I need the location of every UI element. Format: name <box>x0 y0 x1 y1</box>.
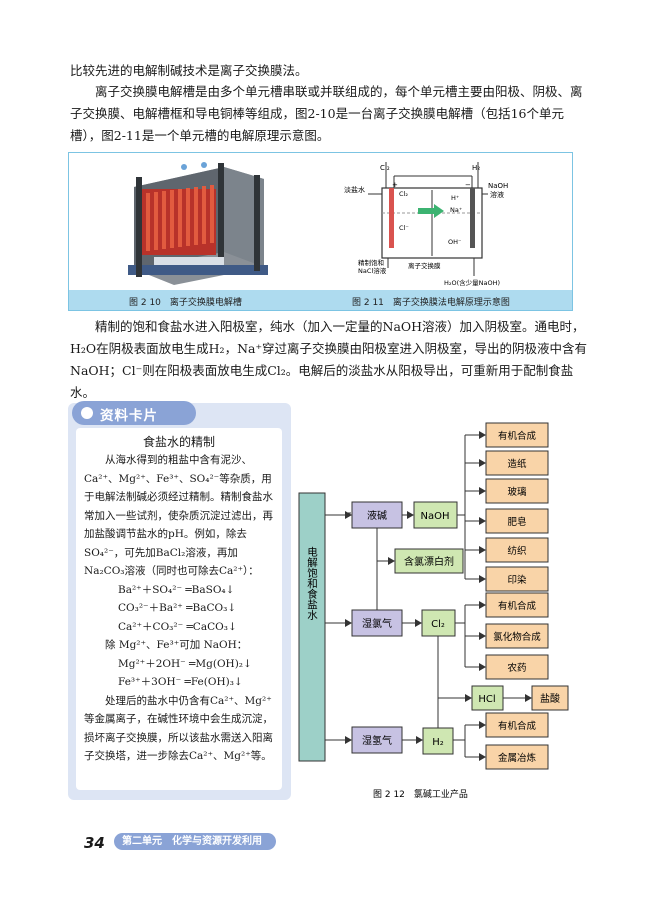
flowchart-caption: 图 2 12 氯碱工业产品 <box>373 788 468 800</box>
cl2-inside-label: Cl₂ <box>399 190 408 198</box>
hydrochloric-acid-label: 盐酸 <box>540 692 560 705</box>
liquid-alkali-box <box>351 501 403 529</box>
product-paper: 造纸 <box>507 458 527 470</box>
wet-h2-box <box>351 726 403 754</box>
h2-label: H₂ <box>432 737 444 748</box>
naoh-label: NaOH <box>488 182 508 190</box>
h2-label: H₂ <box>472 164 480 172</box>
cl2-label: Cl₂ <box>431 619 445 630</box>
bleach-box <box>394 548 464 574</box>
circle-icon <box>81 407 93 419</box>
equation-1: Ba²⁺＋SO₄²⁻ ═BaSO₄↓ <box>118 583 235 596</box>
product-glass: 玻璃 <box>507 486 526 498</box>
plus-sign: + <box>392 181 398 189</box>
card-outro: 处理后的盐水中仍含有Ca²⁺、Mg²⁺等金属离子，在碱性环境中会生成沉淀，损坏离… <box>84 694 273 763</box>
wet-cl2-label: 湿氯气 <box>362 617 392 630</box>
figure-panel: Cl₂ H₂ + − 淡盐水 NaOH 溶液 Cl₂ H⁺ Na⁺ Cl⁻ OH… <box>68 152 573 311</box>
electrolysis-schematic: Cl₂ H₂ + − 淡盐水 NaOH 溶液 Cl₂ H⁺ Na⁺ Cl⁻ OH… <box>344 162 508 287</box>
membrane-label: 离子交换膜 <box>408 261 441 270</box>
figure-caption-bar: 图 2 10 离子交换膜电解槽 图 2 11 离子交换膜法电解原理示意图 <box>69 290 572 310</box>
equation-3: Ca²⁺＋CO₃²⁻ ═CaCO₃↓ <box>118 620 237 633</box>
hcl-box <box>471 685 504 711</box>
product-soap: 肥皂 <box>507 516 526 528</box>
product-chloride: 氯化物合成 <box>493 631 541 643</box>
info-card-title: 食盐水的精制 <box>142 435 215 449</box>
caption-fig-2-10: 图 2 10 离子交换膜电解槽 <box>129 298 242 308</box>
page-number: 34 <box>84 834 105 852</box>
card-intro: 从海水得到的粗盐中含有泥沙、Ca²⁺、Mg²⁺、Fe³⁺、SO₄²⁻等杂质，用于… <box>84 454 273 577</box>
bleach-label: 含氯漂白剂 <box>404 555 454 568</box>
card-mid: 除 Mg²⁺、Fe³⁺可加 NaOH： <box>105 639 248 651</box>
info-card-tab-label: 资料卡片 <box>100 408 158 424</box>
naoh-box <box>413 501 458 529</box>
oh-minus-label: OH⁻ <box>448 238 461 246</box>
water-label: H₂O(含少量NaOH) <box>444 278 500 287</box>
dilute-brine-label: 淡盐水 <box>344 185 365 194</box>
wet-cl2-box <box>351 609 403 637</box>
product-h2-organic: 有机合成 <box>498 720 537 732</box>
hcl-label: HCl <box>478 694 495 705</box>
liquid-alkali-label: 液碱 <box>367 509 387 522</box>
electrolyzer-photo <box>128 162 268 285</box>
wet-h2-label: 湿氢气 <box>362 734 392 747</box>
chlor-alkali-flowchart: 电解饱和食盐水 液碱 NaOH 含氯漂白剂 湿氯气 Cl₂ HCl 盐酸 湿氢气… <box>298 422 569 800</box>
caption-fig-2-11: 图 2 11 离子交换膜法电解原理示意图 <box>352 298 510 308</box>
product-dyeing: 印染 <box>507 574 527 586</box>
source-box <box>298 492 326 762</box>
info-card-inner <box>76 428 282 790</box>
h2-products: 有机合成 金属冶炼 <box>485 712 549 770</box>
product-cl2-organic: 有机合成 <box>498 600 537 612</box>
product-metallurgy: 金属冶炼 <box>498 752 537 764</box>
info-card-body: 从海水得到的粗盐中含有泥沙、Ca²⁺、Mg²⁺、Fe³⁺、SO₄²⁻等杂质，用于… <box>84 451 277 766</box>
cl-minus-label: Cl⁻ <box>399 224 409 232</box>
unit-label: 第二单元 化学与资源开发利用 <box>114 833 276 850</box>
naoh-products: 有机合成 造纸 玻璃 肥皂 纺织 印染 <box>485 422 549 592</box>
hydrochloric-acid-box <box>531 685 569 711</box>
cl2-label: Cl₂ <box>380 164 390 172</box>
solution-label: 溶液 <box>490 190 504 199</box>
product-pesticide: 农药 <box>507 662 526 674</box>
paragraph-1: 比较先进的电解制碱技术是离子交换膜法。 <box>70 63 308 78</box>
paragraph-3: 精制的饱和食盐水进入阳极室，纯水（加入一定量的NaOH溶液）加入阴极室。通电时，… <box>70 319 588 400</box>
equation-5: Fe³⁺＋3OH⁻ ═Fe(OH)₃↓ <box>118 676 243 688</box>
h-plus-label: H⁺ <box>451 194 459 202</box>
info-card-tab: 资料卡片 <box>72 401 196 425</box>
minus-sign: − <box>465 181 471 189</box>
equation-2: CO₃²⁻＋Ba²⁺ ═BaCO₃↓ <box>118 602 237 614</box>
cl2-box <box>421 609 456 637</box>
refined-label-1: 精制饱和 <box>358 258 384 267</box>
refined-label-2: NaCl溶液 <box>358 266 387 275</box>
cl2-products: 有机合成 氯化物合成 农药 <box>485 592 549 680</box>
product-organic-synthesis: 有机合成 <box>498 430 537 442</box>
h2-box <box>422 727 454 755</box>
paragraph-2: 离子交换膜电解槽是由多个单元槽串联或并联组成的，每个单元槽主要由阳极、阴极、离子… <box>70 84 583 143</box>
equation-4: Mg²⁺＋2OH⁻ ═Mg(OH)₂↓ <box>118 657 252 670</box>
product-textile: 纺织 <box>507 545 526 557</box>
na-plus-label: Na⁺ <box>450 206 462 214</box>
naoh-label: NaOH <box>421 511 450 522</box>
source-label: 电解饱和食盐水 <box>306 545 318 619</box>
